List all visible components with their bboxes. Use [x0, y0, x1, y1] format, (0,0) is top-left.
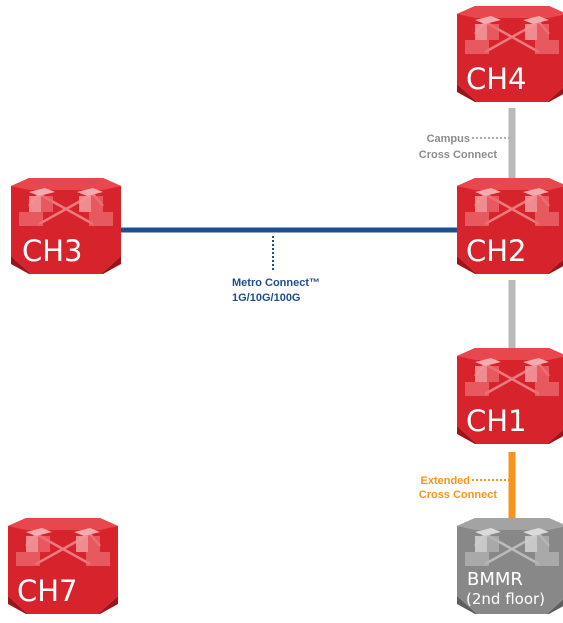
- node-ch1[interactable]: CH1: [457, 348, 563, 444]
- campus-label-line2: Cross Connect: [419, 149, 498, 161]
- node-label-ch7: CH7: [17, 574, 78, 608]
- metro-label-line1: Metro Connect™: [232, 277, 320, 289]
- node-ch3[interactable]: CH3: [11, 178, 121, 274]
- node-label-ch3: CH3: [22, 234, 83, 268]
- node-bmmr[interactable]: BMMR (2nd floor): [457, 518, 563, 614]
- extended-label-line1: Extended: [420, 475, 470, 487]
- node-label-ch4: CH4: [466, 62, 527, 96]
- node-label-bmmr: BMMR: [467, 569, 523, 590]
- node-ch2[interactable]: CH2: [457, 178, 563, 274]
- node-ch7[interactable]: CH7: [8, 518, 118, 614]
- campus-label-line1: Campus: [427, 133, 470, 145]
- extended-label-line2: Cross Connect: [419, 489, 498, 501]
- metro-label-line2: 1G/10G/100G: [232, 292, 301, 304]
- node-sublabel-bmmr: (2nd floor): [466, 590, 545, 608]
- node-label-ch2: CH2: [466, 234, 527, 268]
- node-ch4[interactable]: CH4: [457, 6, 563, 102]
- node-label-ch1: CH1: [466, 404, 527, 438]
